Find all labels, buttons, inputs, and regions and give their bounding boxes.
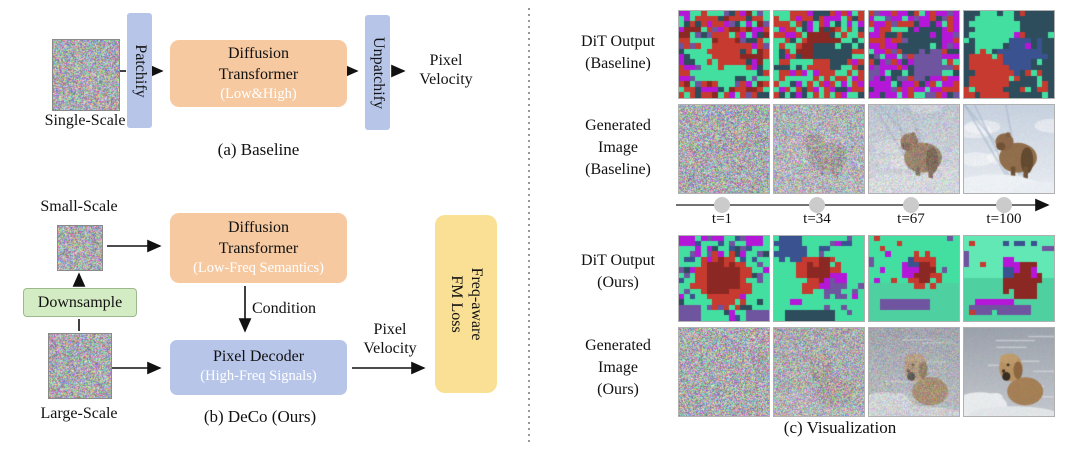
diffusion-transformer-baseline-module: Diffusion Transformer (Low&High) <box>170 40 347 107</box>
dit-output-ours-t67-image <box>868 235 960 322</box>
unpatchify-module: Unpatchify <box>365 15 390 130</box>
pixel-velocity-output-b: Pixel Velocity <box>363 321 417 357</box>
freq-aware-fm-loss-module: Freq-aware FM Loss <box>435 215 497 393</box>
generated-image-ours-t34 <box>773 327 865 417</box>
condition-label: Condition <box>252 300 317 317</box>
patchify-module: Patchify <box>127 13 152 128</box>
diffusion-transformer-deco-module: Diffusion Transformer (Low-Freq Semantic… <box>170 213 347 283</box>
generated-image-ours-t1 <box>678 327 770 417</box>
dit-output-baseline-t34-image <box>773 10 865 99</box>
fm-loss-label: Freq-aware FM Loss <box>448 267 485 341</box>
generated-image-baseline-t100 <box>963 104 1055 194</box>
small-scale-noise-image <box>57 225 103 271</box>
large-scale-noise-image <box>48 333 112 399</box>
dit-output-baseline-t100-image <box>963 10 1055 99</box>
generated-image-baseline-t34 <box>773 104 865 194</box>
row-label-dit-output-ours: DiT Output (Ours) <box>581 252 655 291</box>
pixel-velocity-output-a: Pixel Velocity <box>419 52 473 88</box>
single-scale-label: Single-Scale <box>44 112 126 129</box>
dit-output-ours-t100-image <box>963 235 1055 322</box>
single-scale-noise-image <box>52 39 120 111</box>
generated-image-baseline-t1 <box>678 104 770 194</box>
timeline-label-t34: t=34 <box>803 211 831 227</box>
transformer-frequency-note: (Low-Freq Semantics) <box>193 260 324 276</box>
generated-image-ours-t67 <box>868 327 960 417</box>
row-label-generated-image-ours: Generated Image (Ours) <box>585 337 651 398</box>
caption-b: (b) DeCo (Ours) <box>203 407 317 426</box>
transformer-line2: Transformer <box>218 240 299 257</box>
pixel-decoder-module: Pixel Decoder (High-Freq Signals) <box>170 340 347 395</box>
caption-c: (c) Visualization <box>783 418 897 437</box>
transformer-line2: Transformer <box>218 66 299 83</box>
timeline-label-t67: t=67 <box>897 211 925 227</box>
generated-image-baseline-t67 <box>868 104 960 194</box>
dit-output-baseline-t67-image <box>868 10 960 99</box>
timeline-label-t1: t=1 <box>711 211 733 227</box>
unpatchify-label: Unpatchify <box>369 36 387 109</box>
generated-image-ours-t100 <box>963 327 1055 417</box>
dit-output-ours-t1-image <box>678 235 770 322</box>
caption-a: (a) Baseline <box>217 140 300 159</box>
pixel-decoder-label: Pixel Decoder <box>212 348 305 365</box>
large-scale-label: Large-Scale <box>40 405 118 422</box>
row-label-dit-output-baseline: DiT Output (Baseline) <box>581 33 655 72</box>
timeline-label-t100: t=100 <box>986 211 1022 227</box>
transformer-line1: Diffusion <box>227 219 290 236</box>
dit-output-ours-t34-image <box>773 235 865 322</box>
dit-output-baseline-t1-image <box>678 10 770 99</box>
row-label-generated-image-baseline: Generated Image (Baseline) <box>585 117 651 178</box>
transformer-line1: Diffusion <box>227 45 290 62</box>
transformer-frequency-note: (Low&High) <box>220 86 297 102</box>
small-scale-label: Small-Scale <box>40 198 118 215</box>
downsample-module: Downsample <box>23 288 137 317</box>
downsample-label: Downsample <box>37 294 123 311</box>
pixel-decoder-frequency-note: (High-Freq Signals) <box>200 368 317 384</box>
patchify-label: Patchify <box>131 43 149 98</box>
